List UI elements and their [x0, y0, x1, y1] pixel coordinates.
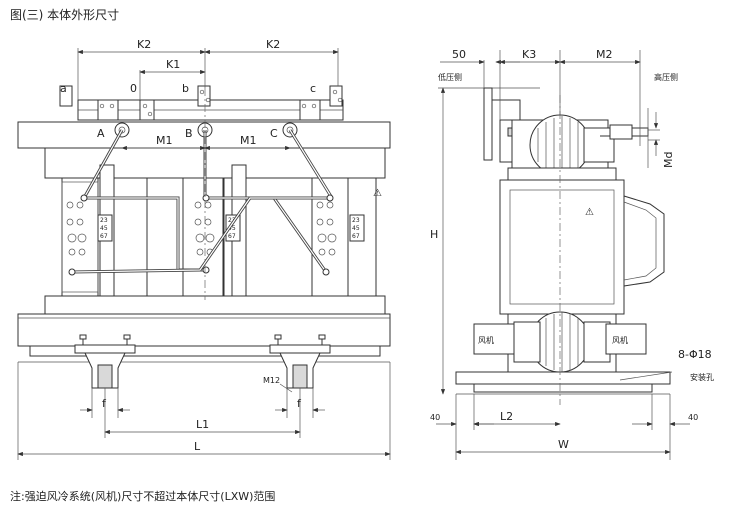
- fan-label-left: 风机: [478, 335, 494, 345]
- lv-busbar: [59, 85, 344, 121]
- fan-right: [605, 323, 647, 355]
- mount-holes-label: 安装孔: [690, 372, 714, 382]
- dimension-40-right: 40: [632, 394, 698, 460]
- label-md: Md: [662, 152, 675, 168]
- label-m1-right: M1: [240, 134, 257, 147]
- tap-label-b-3: 67: [228, 233, 236, 240]
- label-k3: K3: [522, 48, 536, 61]
- label-m2: M2: [596, 48, 613, 61]
- label-40-right: 40: [688, 413, 698, 422]
- tap-label-a-1: 23: [100, 217, 108, 224]
- footnote: 注:强迫风冷系统(风机)尺寸不超过本体尺寸(LXW)范围: [10, 490, 276, 503]
- warning-icon: ⚠: [373, 188, 382, 199]
- core-bottom-yoke: [44, 295, 386, 315]
- label-w: W: [558, 438, 569, 451]
- foot-right: [269, 334, 331, 389]
- label-40-left: 40: [430, 413, 440, 422]
- coil-section-bottom: [507, 311, 617, 373]
- lv-bus-bar: [483, 87, 493, 161]
- tap-label-c-3: 67: [352, 233, 360, 240]
- terminal-label-C: C: [270, 127, 278, 140]
- dimension-40-left: 40: [430, 394, 494, 460]
- terminal-label-A: A: [97, 127, 105, 140]
- label-f-left: f: [102, 397, 107, 410]
- tap-label-a-3: 67: [100, 233, 108, 240]
- label-l2: L2: [500, 410, 513, 423]
- foot-left: [74, 334, 136, 389]
- label-l1: L1: [196, 418, 209, 431]
- bottom-clamp-beam: [17, 313, 391, 347]
- fan-left: [473, 323, 515, 355]
- label-k2-right: K2: [266, 38, 280, 51]
- terminal-label-B: B: [185, 127, 193, 140]
- label-50: 50: [452, 48, 466, 61]
- dimension-l: L: [17, 362, 391, 460]
- base-rail: [29, 345, 381, 357]
- tap-label-c-2: 45: [352, 225, 360, 232]
- dimension-k2: K2 K2: [77, 38, 339, 100]
- dimension-k1: K1: [139, 58, 206, 100]
- tap-panel-b: 23 45 67: [194, 201, 241, 256]
- tap-label-b-1: 23: [228, 217, 236, 224]
- label-holes: 8-Φ18: [678, 348, 712, 361]
- dimension-m2: M2: [559, 48, 641, 116]
- terminal-label-b-lv: b: [182, 82, 189, 95]
- dimension-md: Md: [653, 112, 675, 168]
- side-base: [455, 371, 671, 385]
- dimension-w: W: [455, 438, 671, 455]
- dimension-l1: L1: [104, 388, 301, 438]
- side-view: ⚠ 风机 风机 50: [430, 48, 714, 460]
- coil-section-top: [511, 114, 615, 176]
- dimension-f: f f: [80, 388, 325, 418]
- tap-label-c-1: 23: [352, 217, 360, 224]
- dimension-50: 50: [440, 48, 520, 88]
- page-title: 图(三) 本体外形尺寸: [10, 8, 120, 22]
- dimension-l2: L2: [473, 410, 561, 427]
- label-m12: M12: [263, 376, 280, 385]
- label-m1-left: M1: [156, 134, 173, 147]
- label-h: H: [430, 228, 438, 241]
- tap-label-b-2: 45: [228, 225, 236, 232]
- label-l: L: [194, 440, 201, 453]
- tap-panel-c: 23 45 67: [316, 201, 365, 256]
- dimension-m1: M1 M1: [121, 134, 291, 151]
- label-f-right: f: [297, 397, 302, 410]
- dimension-k3: K3: [499, 48, 561, 120]
- front-view: 23 45 67 23 45 67 23 45 67 ⚠: [17, 38, 391, 460]
- side-handle: [623, 195, 665, 287]
- high-voltage-side-label: 高压侧: [654, 72, 678, 82]
- tap-label-a-2: 45: [100, 225, 108, 232]
- side-warning-icon: ⚠: [585, 207, 594, 218]
- fan-label-right: 风机: [612, 335, 628, 345]
- side-core: [499, 179, 625, 315]
- low-voltage-side-label: 低压侧: [438, 72, 462, 82]
- label-k1: K1: [166, 58, 180, 71]
- terminal-label-zero: 0: [130, 82, 137, 95]
- dimension-h: H: [430, 87, 446, 395]
- terminal-label-a-lv: a: [60, 82, 67, 95]
- label-k2-left: K2: [137, 38, 151, 51]
- terminal-label-c-lv: c: [310, 82, 316, 95]
- tap-panel-a: 23 45 67: [66, 201, 113, 256]
